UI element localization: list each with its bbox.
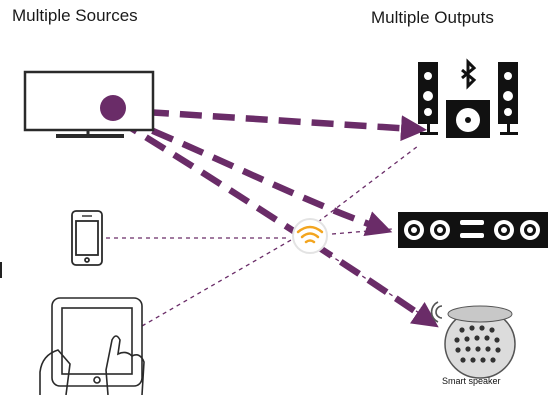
tablet-touch-icon [39,297,145,395]
wifi-icon [292,218,328,254]
link-tv-to-smart-speaker [116,117,439,328]
link-tv-to-speakers [113,106,427,142]
edge-mark [0,262,2,278]
bluetooth-speaker-system-icon [418,58,518,138]
sources-heading: Multiple Sources [12,6,138,25]
smartphone-icon [71,210,103,266]
link-hub-to-soundbar [331,228,393,235]
link-hub-to-speakers [317,145,419,223]
smart-speaker-icon [430,301,516,379]
soundbar-icon [398,212,548,248]
outputs-heading: Multiple Outputs [371,8,494,27]
link-tv-to-soundbar [120,114,393,236]
smart-speaker-label: Smart speaker [442,376,501,386]
tv-icon [23,70,155,138]
thin-links [106,145,431,327]
heavy-links [113,106,439,328]
link-tablet-to-hub [141,239,292,327]
